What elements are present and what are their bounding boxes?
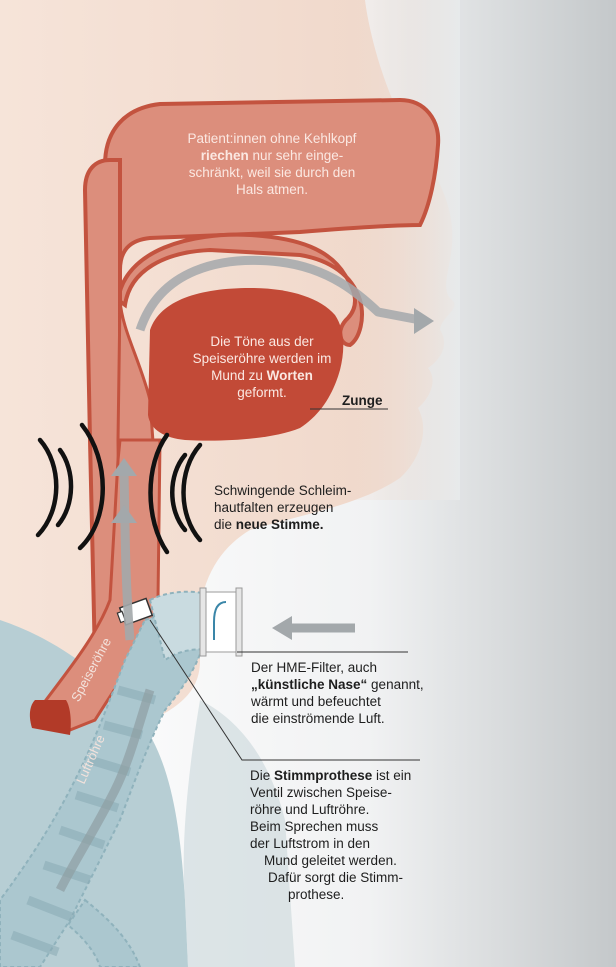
text-run: der Luftstrom in den [250,836,371,851]
text-run: Dafür sorgt die Stimm- [268,870,404,885]
hme-filter [199,587,243,657]
text-run: die [214,517,236,532]
text-run: Speiseröhre werden im [192,351,332,366]
text-line: Speiseröhre werden im [175,350,349,367]
text-line: geformt. [175,384,349,401]
text-run: Ventil zwischen Speise- [250,785,392,800]
text-line: Mund geleitet werden. [250,852,450,869]
text-line: Die Stimmprothese ist ein [250,767,450,784]
text-line: prothese. [250,886,450,903]
text-line: Beim Sprechen muss [250,818,450,835]
trachea [0,598,209,967]
text-run: nur sehr einge- [248,148,344,163]
text-run: ist ein [372,768,412,783]
text-line: Hals atmen. [165,181,379,198]
text-line: Schwingende Schleim- [214,482,384,499]
text-run: Beim Sprechen muss [250,819,379,834]
text-run: Mund zu [211,368,267,383]
text-run: Hals atmen. [235,182,309,197]
text-run: die einströmende Luft. [251,711,385,726]
bold-text: neue Stimme. [235,517,324,532]
sound-waves-right [148,432,203,555]
text-run: schränkt, weil sie durch den [188,165,356,180]
text-line: Mund zu Worten [175,367,349,384]
callout-lines [149,408,420,761]
text-run: röhre und Luftröhre. [250,802,370,817]
airflow-arrows [55,255,421,893]
skin-fade [330,0,460,500]
text-run: Patient:innen ohne Kehlkopf [187,131,357,146]
text-run: Die [250,768,275,783]
text-line: Dafür sorgt die Stimm- [250,869,450,886]
text-run: Mund geleitet werden. [264,853,397,868]
tongue [148,288,344,441]
tongue-label: Zunge [342,393,383,408]
text-line: Patient:innen ohne Kehlkopf [165,130,379,147]
text-run: geformt. [237,385,287,400]
text-run: wärmt und befeuchtet [251,694,381,709]
sound-waves-left [35,422,105,551]
bold-text: Stimmprothese [274,768,373,783]
text-line: Die Töne aus der [175,333,349,350]
text-line: Der HME-Filter, auch [251,659,451,676]
text-run: Der HME-Filter, auch [251,660,378,675]
text-line: die einströmende Luft. [251,710,451,727]
text-line: wärmt und befeuchtet [251,693,451,710]
text-line: der Luftstrom in den [250,835,450,852]
text-line: „künstliche Nase“ genannt, [251,676,451,693]
text-line: Ventil zwischen Speise- [250,784,450,801]
bold-text: riechen [200,148,249,163]
bold-text: „künstliche Nase“ [251,677,368,692]
text-line: riechen nur sehr einge- [165,147,379,164]
text-run: hautfalten erzeugen [214,500,334,515]
bronchus-right [66,898,142,967]
text-line: hautfalten erzeugen [214,499,384,516]
text-run: genannt, [367,677,424,692]
bold-text: Worten [266,368,313,383]
text-line: die neue Stimme. [214,516,384,533]
text-run: Schwingende Schleim- [214,483,352,498]
text-run: Die Töne aus der [210,334,314,349]
arrow-heads [111,308,434,640]
esophagus-stump [29,700,71,735]
shoulder-shade [183,700,295,967]
text-line: schränkt, weil sie durch den [165,164,379,181]
text-run: prothese. [288,887,345,902]
text-line: röhre und Luftröhre. [250,801,450,818]
hme-annotation: Der HME-Filter, auch„künstliche Nase“ ge… [251,659,451,727]
